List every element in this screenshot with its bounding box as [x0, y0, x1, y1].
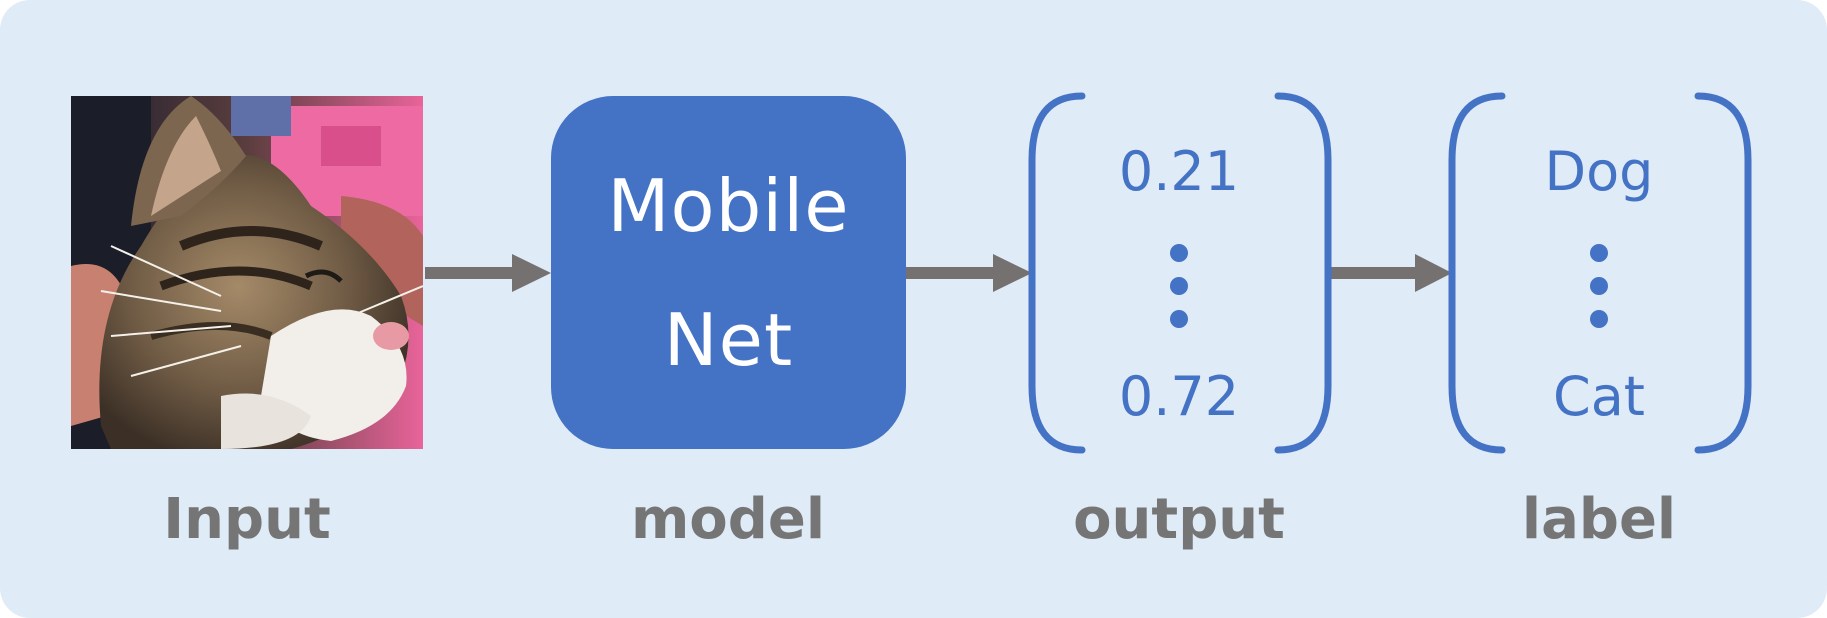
output-right-bracket [1274, 92, 1332, 454]
cat-photo-drawing [71, 96, 423, 449]
model-name-line2: Net [663, 297, 794, 382]
output-bottom-value: 0.72 [1118, 365, 1240, 428]
label-right-bracket [1694, 92, 1752, 454]
caption-model: model [630, 487, 826, 552]
label-top-class: Dog [1544, 140, 1654, 203]
right-arrow-icon [906, 254, 1032, 292]
caption-input: Input [163, 487, 331, 552]
input-cat-image [71, 96, 423, 449]
caption-label: label [1521, 487, 1677, 552]
output-top-value: 0.21 [1118, 140, 1240, 203]
vertical-ellipsis-icon [1590, 244, 1608, 328]
label-left-bracket [1448, 92, 1506, 454]
right-arrow-icon [425, 254, 551, 292]
vertical-ellipsis-icon [1170, 244, 1188, 328]
right-arrow-icon [1328, 254, 1452, 292]
label-bottom-class: Cat [1553, 365, 1645, 428]
caption-output: output [1073, 487, 1285, 552]
model-name-line1: Mobile [607, 163, 850, 248]
output-left-bracket [1028, 92, 1086, 454]
model-box: Mobile Net [551, 96, 906, 449]
